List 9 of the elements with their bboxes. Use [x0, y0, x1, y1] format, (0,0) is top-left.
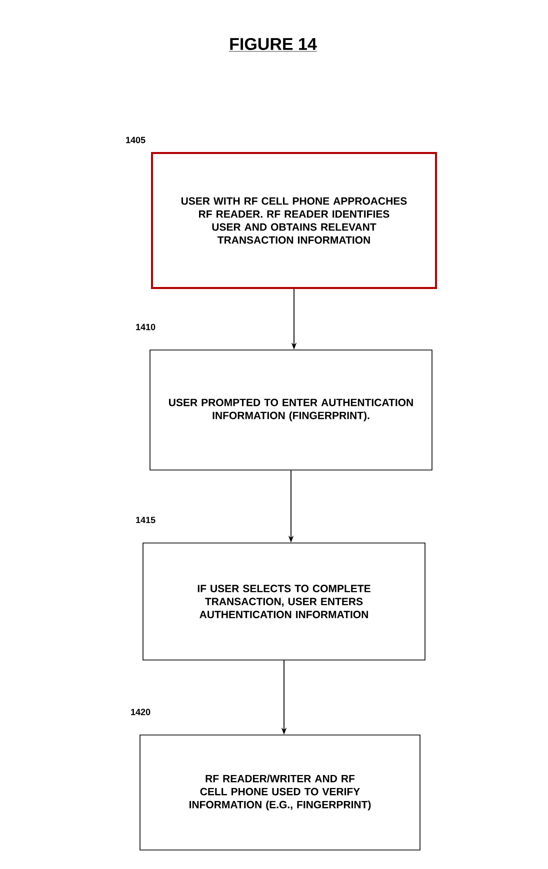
process-box: USER PROMPTED TO ENTER AUTHENTICATION INFORMATION (FINGERPRINT).: [150, 350, 432, 470]
step-number: 1405: [126, 136, 146, 144]
step-number: 1415: [136, 516, 156, 524]
process-box: USER WITH RF CELL PHONE APPROACHES RF READER. RF READER IDENTIFIES USER AND OBTAINS RELEVANT TRANSACTION INFORMATION: [151, 152, 437, 289]
figure-title: FIGURE 14: [228, 38, 318, 52]
process-box: RF READER/WRITER AND RF CELL PHONE USED TO VERIFY INFORMATION (E.G., FINGERPRINT): [140, 734, 420, 850]
step-number: 1420: [131, 708, 150, 716]
process-box: IF USER SELECTS TO COMPLETE TRANSACTION, USER ENTERS AUTHENTICATION INFORMATION: [142, 542, 426, 660]
step-number: 1410: [136, 324, 156, 330]
